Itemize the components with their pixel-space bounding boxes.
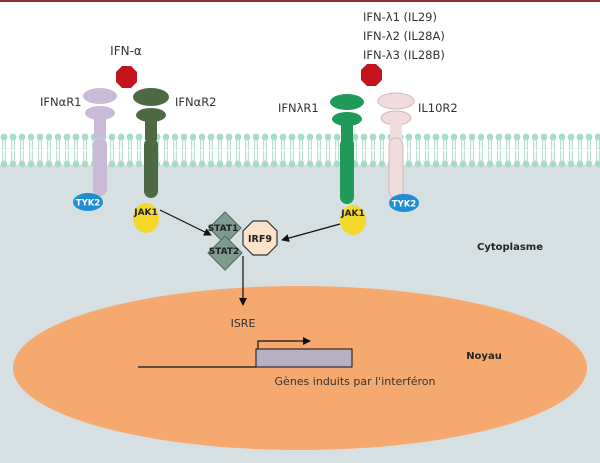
ifn-lambda1-label: IFN-λ1 (IL29) — [363, 10, 437, 24]
arrow-jak1-left-to-complex — [159, 209, 212, 236]
tyk2-left-label: TYK2 — [76, 199, 101, 209]
nucleus-label: Noyau — [466, 351, 502, 362]
ifn-lambda3-label: IFN-λ3 (IL28B) — [363, 48, 445, 62]
ifn-alpha-label: IFN-α — [110, 44, 142, 58]
irf9-protein — [242, 220, 278, 256]
jak1-right-label: JAK1 — [340, 209, 365, 219]
jak1-right-kinase — [340, 205, 366, 235]
stat1-label: STAT1 — [208, 224, 239, 234]
ifn-lambda-ligand — [361, 64, 382, 86]
jak1-left-label: JAK1 — [133, 208, 158, 218]
ifnar1-receptor — [83, 88, 117, 196]
ifnlr1-receptor — [330, 94, 364, 204]
transcription-start-arrow — [257, 337, 311, 349]
tyk2-left-kinase — [73, 193, 103, 211]
cell-membrane — [0, 133, 600, 168]
il10r2-label: IL10R2 — [418, 101, 458, 115]
nucleus — [13, 286, 587, 450]
top-frame-line — [0, 0, 600, 2]
interferon-gene-box — [255, 348, 353, 368]
ifn-alpha-ligand — [116, 66, 137, 88]
ifnar1-label: IFNαR1 — [40, 95, 82, 109]
ifn-lambda2-label: IFN-λ2 (IL28A) — [363, 29, 445, 43]
irf9-label: IRF9 — [248, 234, 272, 245]
stat2-label: STAT2 — [209, 247, 240, 257]
tyk2-right-kinase — [389, 194, 419, 212]
stat2-protein — [207, 235, 243, 271]
tyk2-right-label: TYK2 — [392, 200, 417, 210]
il10r2-receptor — [377, 92, 415, 199]
ifnar2-receptor — [133, 88, 169, 198]
genes-label: Gènes induits par l'interféron — [275, 375, 436, 388]
ifnlr1-label: IFNλR1 — [278, 101, 319, 115]
jak1-left-kinase — [133, 203, 159, 233]
ifnar2-label: IFNαR2 — [175, 95, 217, 109]
isre-label: ISRE — [231, 317, 256, 330]
arrow-jak1-right-to-complex — [281, 223, 341, 242]
cytoplasm-label: Cytoplasme — [477, 242, 543, 253]
